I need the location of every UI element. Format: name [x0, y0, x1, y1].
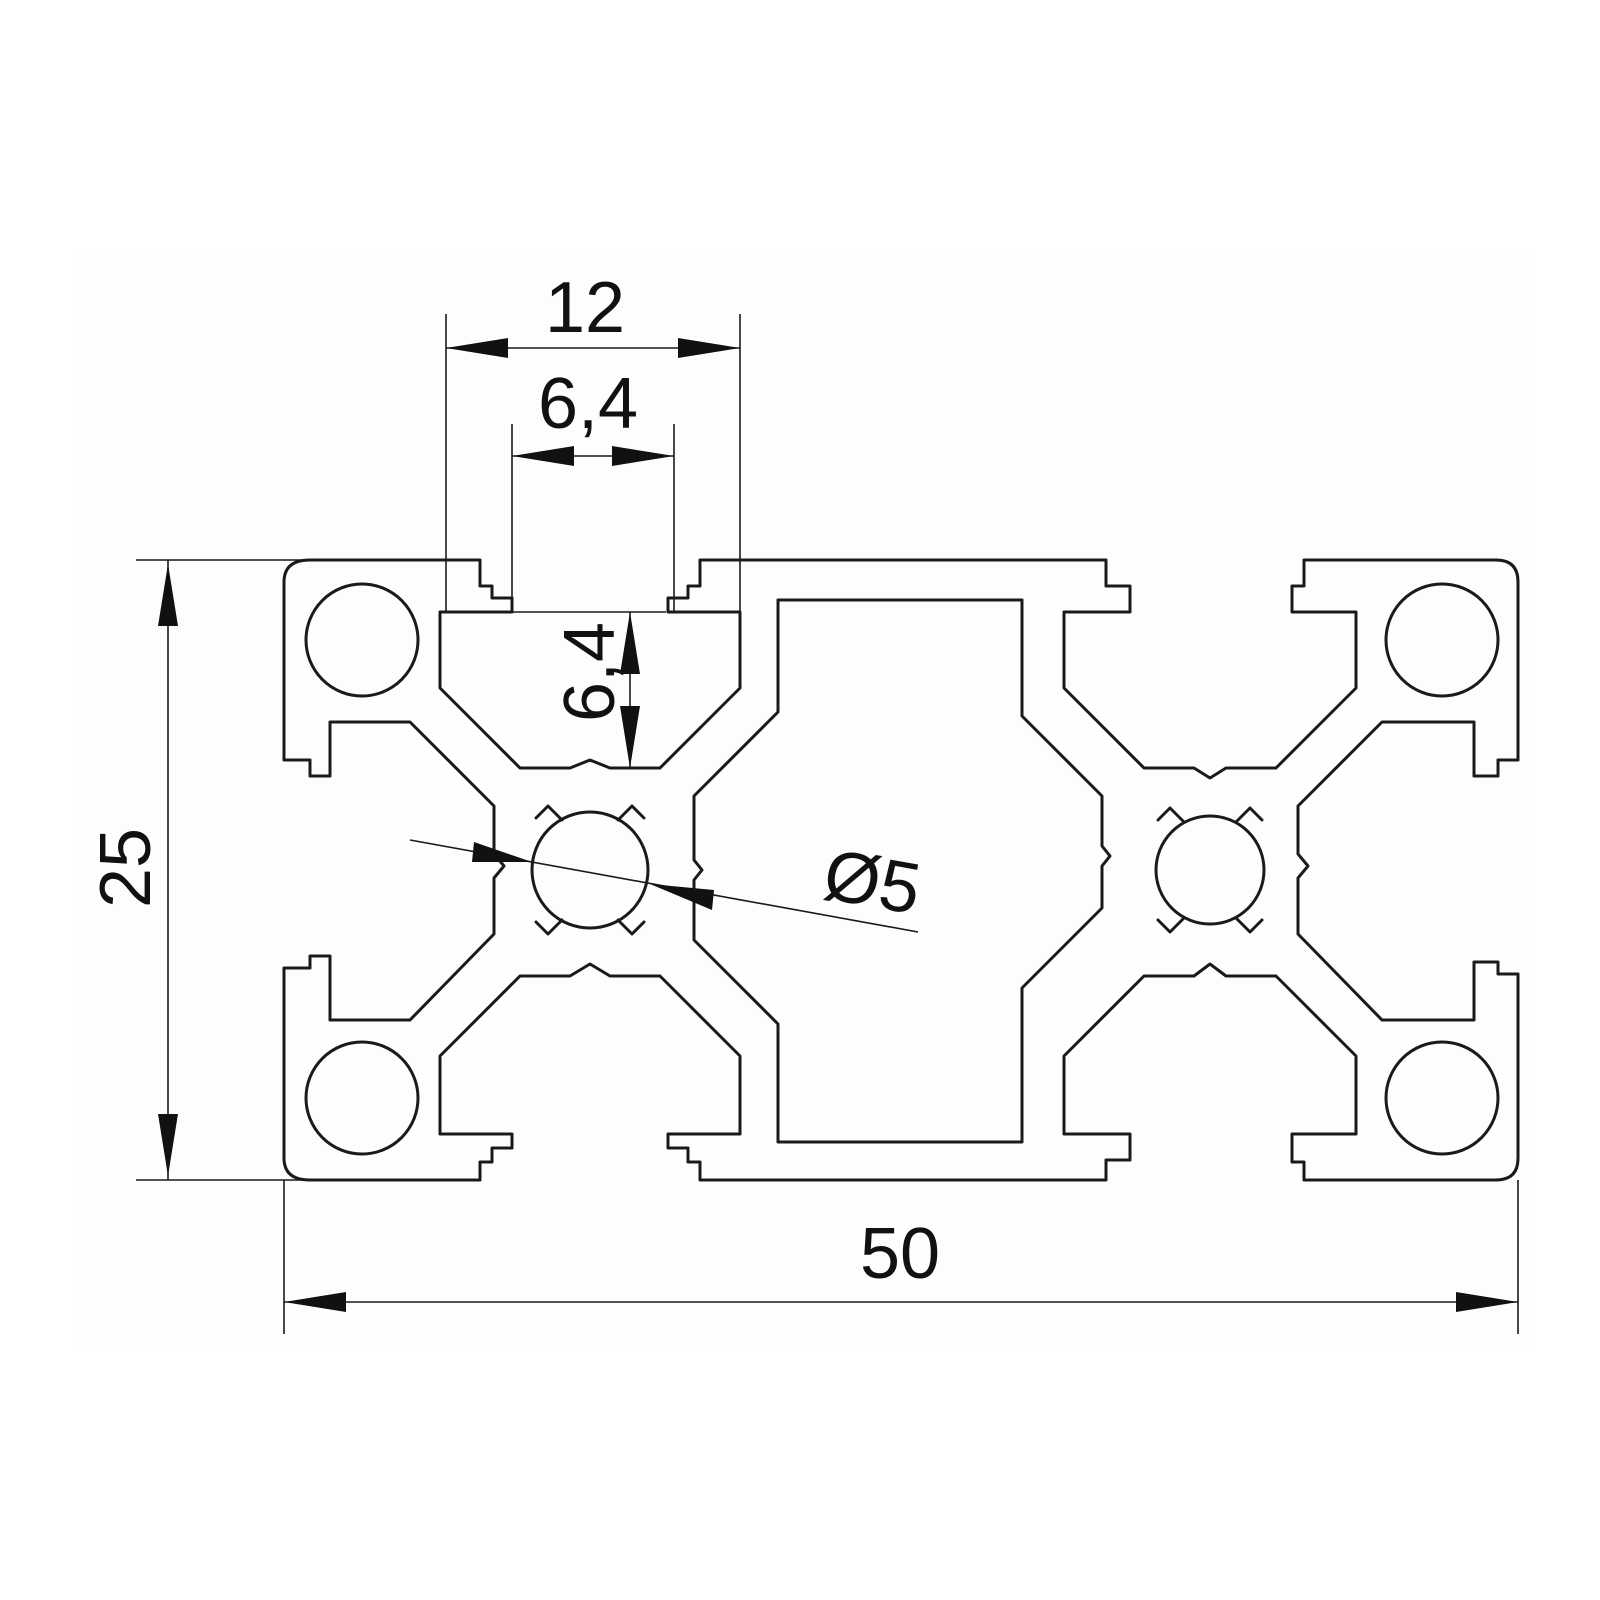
- corner-hole-bottom-right: [1384, 1040, 1500, 1156]
- dimension-label-slot-depth: 6,4: [550, 622, 630, 722]
- dimension-height: 25: [86, 559, 310, 1181]
- core-bore-left: [530, 804, 650, 936]
- core-bore-right: [1154, 806, 1266, 934]
- dimension-slot-opening: 6,4: [511, 364, 675, 612]
- drawing-background: [74, 248, 1530, 1346]
- dimension-slot-width: 12: [445, 268, 741, 612]
- dimension-width: 50: [283, 1180, 1519, 1334]
- dimension-label-slot-opening: 6,4: [538, 364, 638, 444]
- dimension-label-height: 25: [86, 828, 166, 908]
- corner-hole-top-right: [1384, 582, 1500, 698]
- aluminium-profile-section: [282, 558, 1520, 1182]
- profile-outer-contour: [282, 558, 1520, 1182]
- dimension-label-core-bore: Ø5: [818, 835, 926, 930]
- dimension-slot-depth: 6,4: [512, 611, 666, 768]
- dimension-label-width: 50: [860, 1214, 940, 1294]
- corner-hole-bottom-left: [304, 1040, 420, 1156]
- corner-hole-top-left: [304, 582, 420, 698]
- center-chamber: [692, 598, 1112, 1144]
- dimension-core-bore: Ø5: [409, 835, 926, 933]
- dimension-label-slot-width: 12: [545, 268, 625, 348]
